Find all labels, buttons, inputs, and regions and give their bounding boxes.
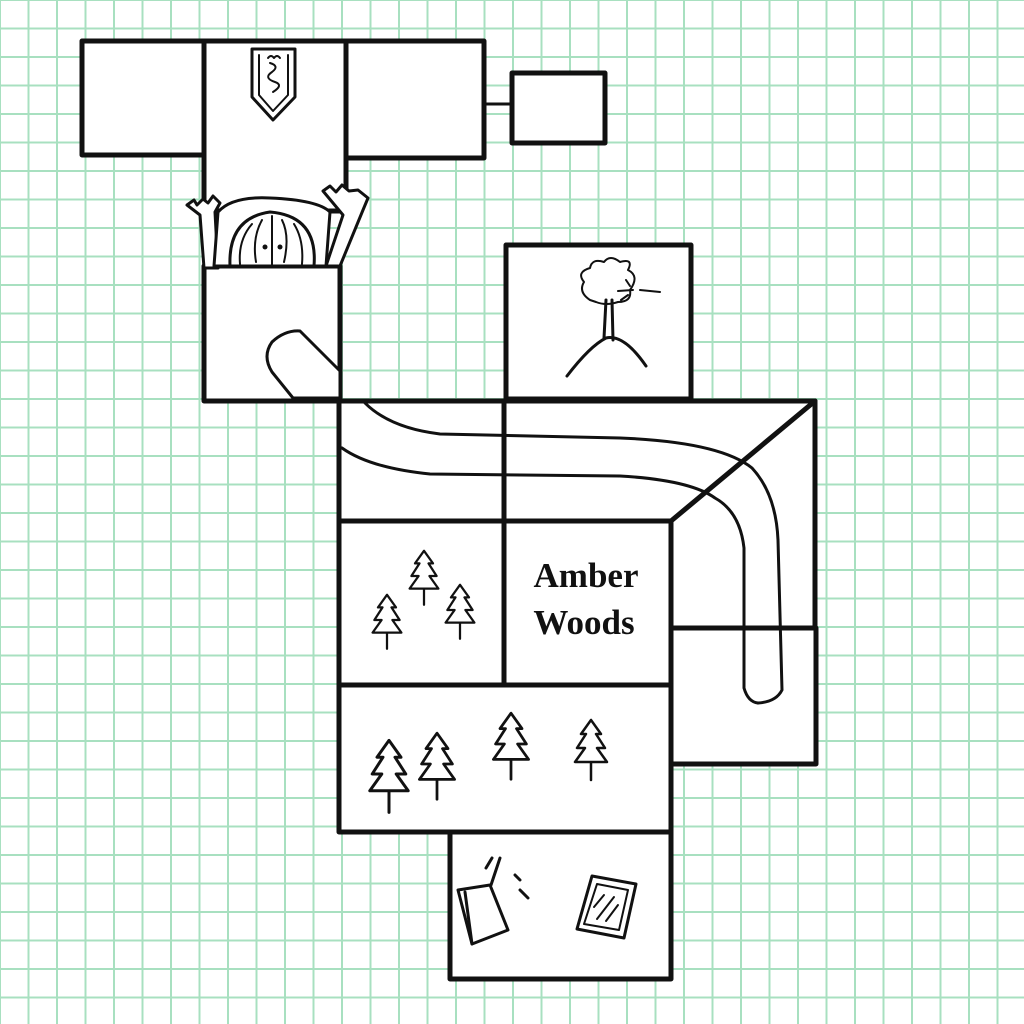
pine-tree-icon bbox=[418, 731, 456, 801]
door-icon bbox=[456, 856, 530, 946]
room-amber-woods[interactable] bbox=[501, 518, 674, 688]
pine-tree-icon bbox=[408, 549, 440, 606]
area-label-line-1: Amber bbox=[534, 556, 639, 595]
pine-tree-icon bbox=[371, 593, 403, 650]
pine-tree-icon bbox=[368, 738, 410, 814]
pine-tree-icon bbox=[492, 711, 530, 781]
pine-tree-icon bbox=[573, 718, 609, 782]
dragon-banner-icon bbox=[250, 47, 297, 122]
area-label-line-2: Woods bbox=[533, 603, 634, 642]
pine-tree-icon bbox=[444, 583, 476, 640]
mirror-icon bbox=[575, 874, 638, 940]
winding-path bbox=[340, 401, 784, 705]
fallen-log-icon bbox=[265, 329, 342, 400]
room-small-northeast[interactable] bbox=[509, 70, 608, 146]
castle-gate-icon bbox=[185, 183, 370, 270]
room-northwest[interactable] bbox=[79, 38, 209, 158]
tree-on-hill-icon bbox=[565, 257, 661, 378]
room-forest-west[interactable] bbox=[336, 518, 507, 688]
room-north[interactable] bbox=[343, 38, 487, 161]
room-hilltop[interactable] bbox=[503, 242, 694, 402]
pine-tree-group bbox=[368, 549, 609, 814]
